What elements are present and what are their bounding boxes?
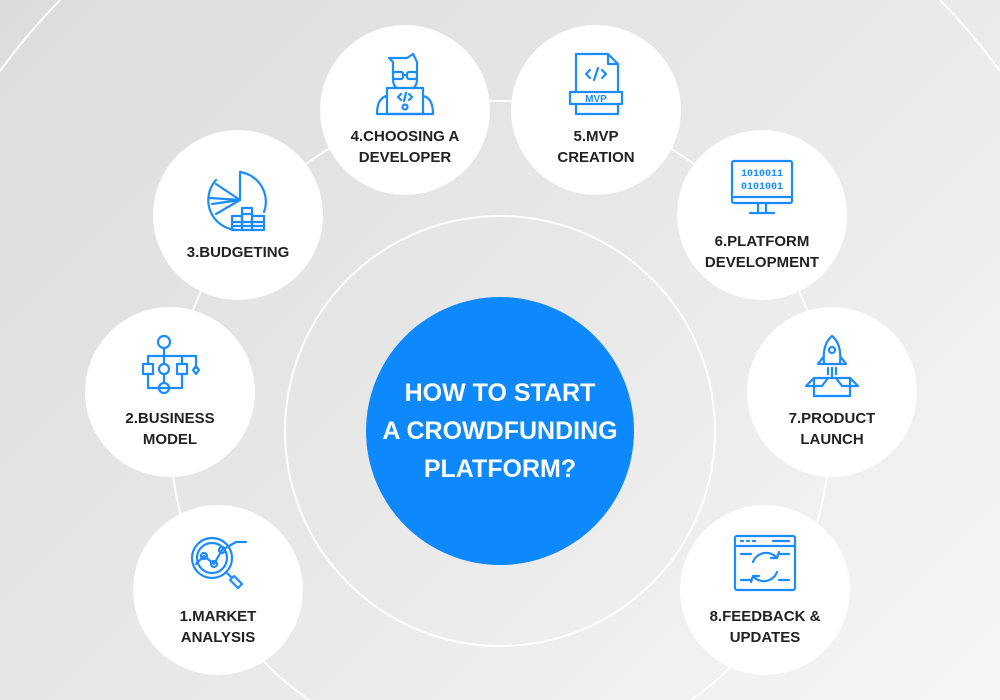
step-label: ANALYSIS bbox=[180, 629, 256, 646]
mvp-icon-text: MVP bbox=[585, 94, 607, 105]
step-label: DEVELOPER bbox=[358, 149, 452, 166]
step-business-model[interactable]: 2.BUSINESS MODEL bbox=[85, 307, 255, 477]
step-label: 1.MARKET bbox=[179, 608, 257, 625]
outer-ring bbox=[0, 0, 1000, 72]
step-label: 4.CHOOSING A bbox=[350, 128, 460, 145]
title-line: A CROWDFUNDING bbox=[382, 417, 618, 445]
title-line: HOW TO START bbox=[404, 379, 596, 407]
flowchart-icon bbox=[141, 334, 201, 395]
step-market-analysis[interactable]: 1.MARKET ANALYSIS bbox=[133, 505, 303, 675]
mvp-file-icon: MVP bbox=[568, 52, 624, 116]
inner-ring bbox=[284, 215, 716, 647]
step-product-launch[interactable]: 7.PRODUCT LAUNCH bbox=[747, 307, 917, 477]
step-label: MODEL bbox=[142, 431, 198, 448]
step-label: 7.PRODUCT bbox=[788, 410, 876, 427]
step-label: 8.FEEDBACK & bbox=[709, 608, 821, 625]
title-line: PLATFORM? bbox=[423, 455, 577, 483]
pie-chart-coins-icon bbox=[207, 170, 267, 231]
step-budgeting[interactable]: 3.BUDGETING bbox=[153, 130, 323, 300]
step-label: CREATION bbox=[557, 149, 635, 166]
step-label: 5.MVP bbox=[573, 128, 619, 145]
step-label: 6.PLATFORM bbox=[714, 233, 810, 250]
step-feedback-updates[interactable]: 8.FEEDBACK & UPDATES bbox=[680, 505, 850, 675]
binary-text: 1010011 bbox=[741, 169, 783, 180]
step-label: LAUNCH bbox=[800, 431, 864, 448]
step-platform-development[interactable]: 1010011 0101001 6.PLATFORM DEVELOPMENT bbox=[677, 130, 847, 300]
step-label: DEVELOPMENT bbox=[704, 254, 820, 271]
rocket-box-icon bbox=[804, 334, 860, 398]
step-mvp-creation[interactable]: MVP 5.MVP CREATION bbox=[511, 25, 681, 195]
step-label: UPDATES bbox=[729, 629, 801, 646]
binary-text: 0101001 bbox=[741, 182, 783, 193]
developer-laptop-icon bbox=[375, 52, 435, 116]
steps-ring bbox=[169, 99, 831, 700]
central-title-circle: HOW TO START A CROWDFUNDING PLATFORM? bbox=[366, 297, 634, 565]
binary-monitor-icon: 1010011 0101001 bbox=[730, 159, 794, 215]
magnifier-chart-icon bbox=[190, 536, 248, 590]
step-label: 2.BUSINESS bbox=[125, 410, 215, 427]
step-label: 3.BUDGETING bbox=[186, 243, 290, 261]
browser-refresh-icon bbox=[733, 534, 797, 592]
step-choosing-developer[interactable]: 4.CHOOSING A DEVELOPER bbox=[320, 25, 490, 195]
